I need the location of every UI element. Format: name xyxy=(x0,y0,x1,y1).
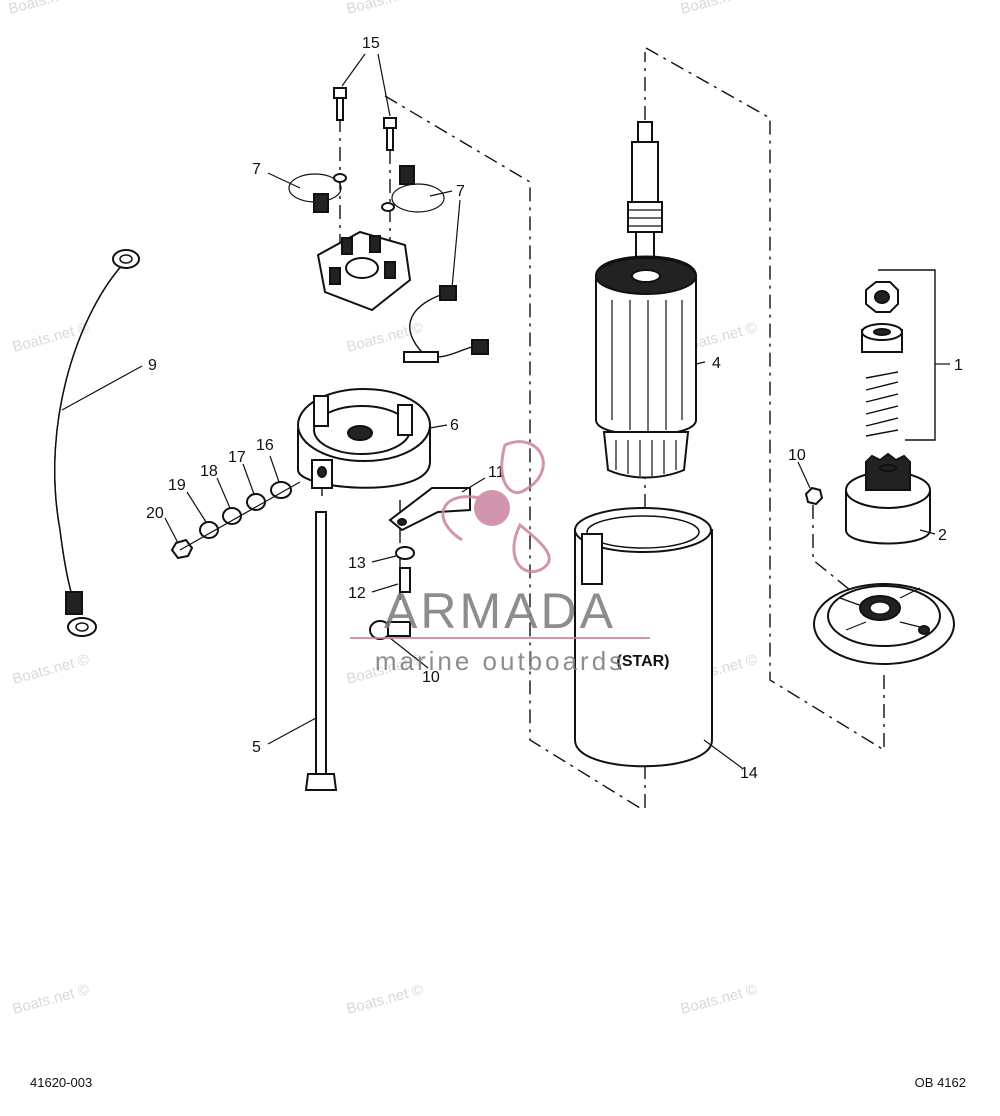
callout-9: 9 xyxy=(148,357,157,374)
brush-holder xyxy=(316,230,412,312)
callout-19: 19 xyxy=(168,477,186,494)
callout-14: 14 xyxy=(740,765,758,782)
callout-18: 18 xyxy=(200,463,218,480)
watermark: Boats.net © xyxy=(7,0,87,18)
brush-lead xyxy=(403,285,489,363)
end-head xyxy=(297,388,431,489)
callout-1: 1 xyxy=(954,357,963,374)
callouts: 15 7 7 9 4 1 6 16 17 18 19 20 10 11 2 13… xyxy=(146,35,963,782)
drive-end-head xyxy=(813,583,955,665)
terminal-hardware xyxy=(170,481,301,560)
leader-lines xyxy=(61,53,950,769)
footer-left-code: 41620-003 xyxy=(30,1075,92,1090)
watermark: Boats.net © xyxy=(345,981,425,1018)
brush-springs xyxy=(288,165,445,213)
drive-hardware xyxy=(861,269,936,441)
callout-13: 13 xyxy=(348,555,366,572)
watermark: Boats.net © xyxy=(679,0,759,18)
watermark: Boats.net © xyxy=(11,981,91,1018)
watermark: Boats.net © xyxy=(679,981,759,1018)
frame-housing: (STAR) xyxy=(574,507,713,768)
callout-5: 5 xyxy=(252,739,261,756)
watermark: Boats.net © xyxy=(345,0,425,18)
watermark: Boats.net © xyxy=(11,651,91,688)
callout-20: 20 xyxy=(146,505,164,522)
watermark: Boats.net © xyxy=(345,319,425,356)
logo-brand: ARMADA xyxy=(384,583,616,639)
screws xyxy=(333,87,397,151)
callout-8: 10 xyxy=(788,447,806,464)
nut xyxy=(804,486,824,506)
housing-label: (STAR) xyxy=(616,653,669,670)
callout-16: 16 xyxy=(256,437,274,454)
through-bolt xyxy=(304,511,338,791)
footer-right-code: OB 4162 xyxy=(915,1075,966,1090)
callout-17: 17 xyxy=(228,449,246,466)
logo-tagline: marine outboards xyxy=(375,646,625,676)
callout-15: 15 xyxy=(362,35,380,52)
armature xyxy=(595,121,697,479)
watermark: Boats.net © xyxy=(11,319,91,356)
callout-12: 12 xyxy=(348,585,366,602)
callout-10: 10 xyxy=(422,669,440,686)
battery-cable xyxy=(54,249,140,637)
drive-pinion xyxy=(845,452,931,545)
callout-7: 7 xyxy=(456,183,465,200)
callout-2: 2 xyxy=(938,527,947,544)
armada-logo: ARMADA marine outboards xyxy=(350,440,650,676)
callout-6: 6 xyxy=(450,417,459,434)
callout-7: 7 xyxy=(252,161,261,178)
bracket xyxy=(388,487,471,532)
callout-4: 4 xyxy=(712,355,721,372)
